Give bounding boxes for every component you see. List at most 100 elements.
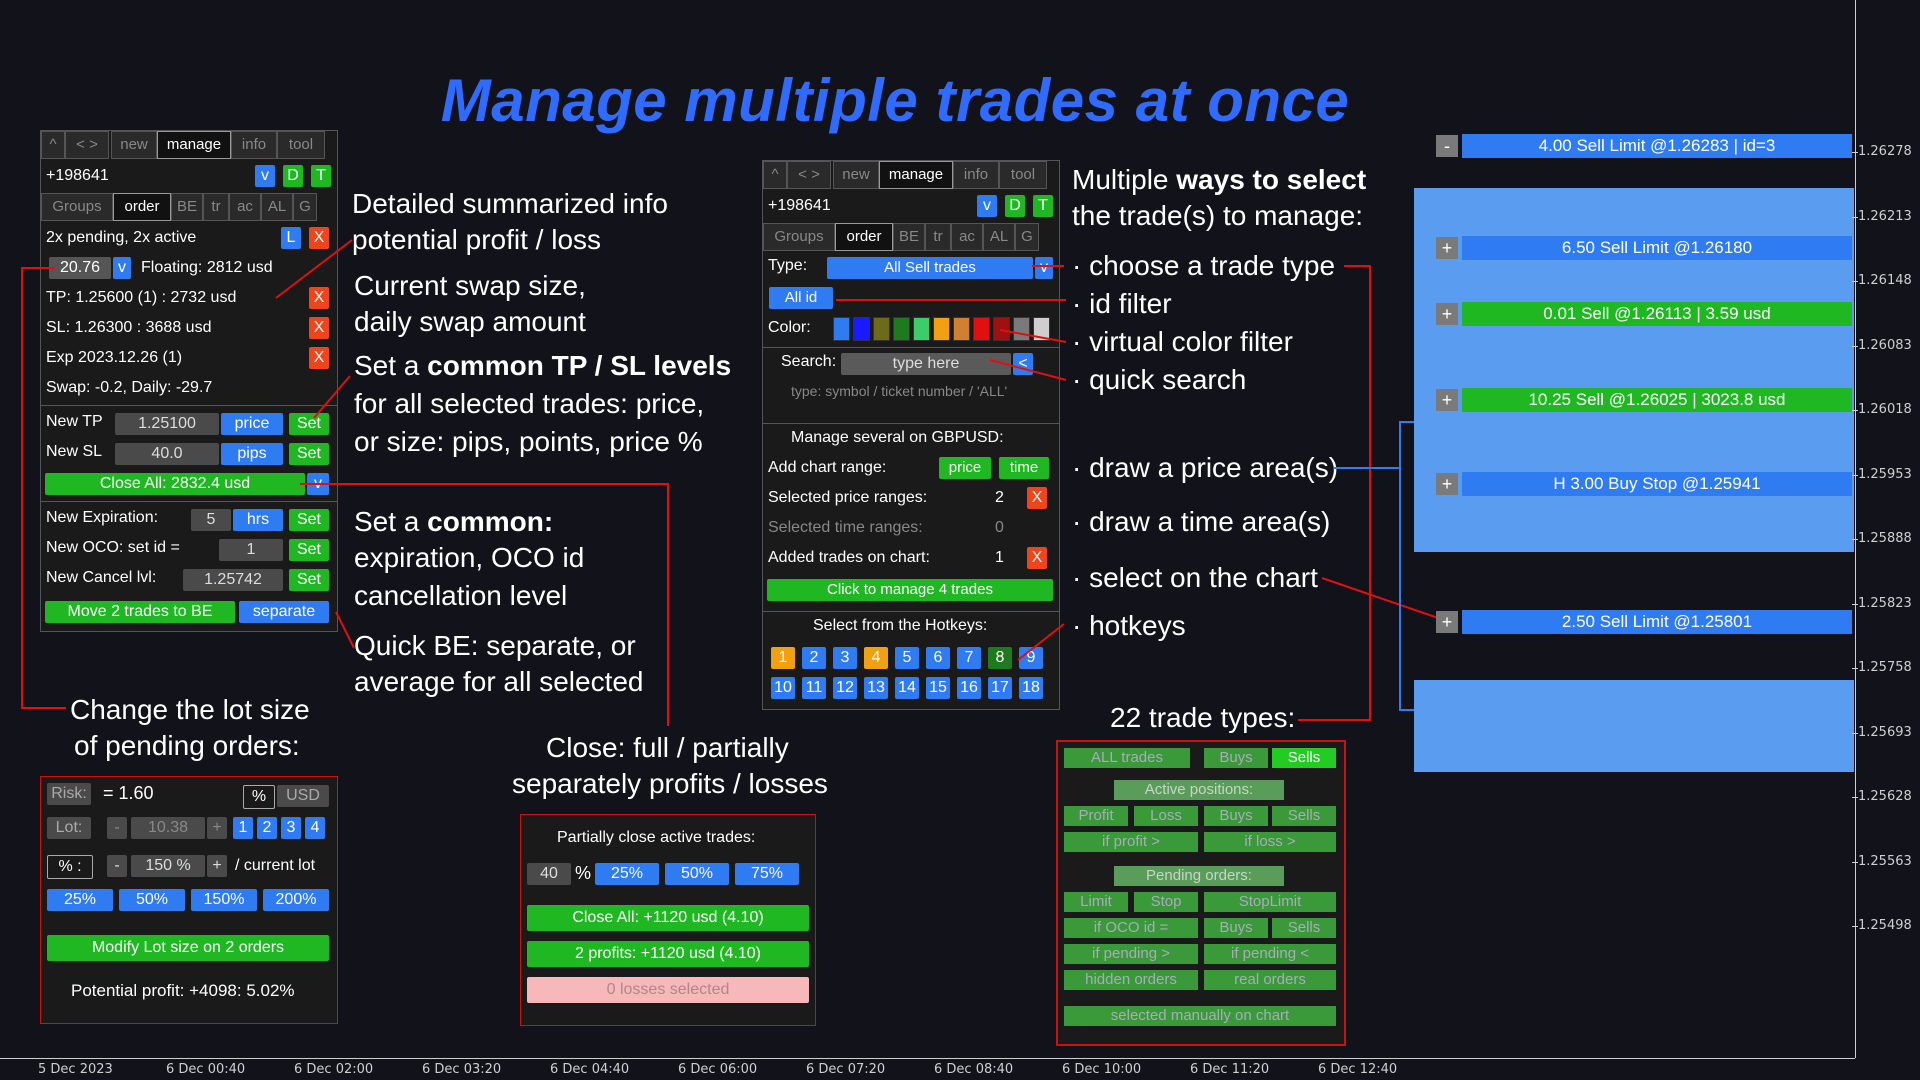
lot-preset-4[interactable]: 4 <box>305 817 325 839</box>
tab-collapse[interactable]: ^ <box>41 131 65 159</box>
new-expiration-input[interactable]: 5 <box>191 509 231 531</box>
risk-usd-button[interactable]: USD <box>277 785 329 807</box>
tt-if-oco-id[interactable]: if OCO id = <box>1064 918 1198 938</box>
tt-active-buys[interactable]: Buys <box>1204 806 1268 826</box>
subtab-al[interactable]: AL <box>983 223 1015 251</box>
partial-close-losses-button[interactable]: 0 losses selected <box>527 977 809 1003</box>
lot-preset-50[interactable]: 50% <box>119 889 185 911</box>
lot-preset-1[interactable]: 1 <box>233 817 253 839</box>
subtab-tr[interactable]: tr <box>203 193 229 221</box>
exp-x-button[interactable]: X <box>309 347 329 369</box>
v-button[interactable]: v <box>255 165 275 187</box>
hotkey-17[interactable]: 17 <box>988 677 1012 699</box>
hotkey-12[interactable]: 12 <box>833 677 857 699</box>
new-sl-input[interactable]: 40.0 <box>115 443 219 465</box>
subtab-al[interactable]: AL <box>261 193 293 221</box>
d-button[interactable]: D <box>1005 195 1025 217</box>
partial-preset-25[interactable]: 25% <box>595 863 659 885</box>
new-oco-set-button[interactable]: Set <box>289 539 329 561</box>
tt-active-sells[interactable]: Sells <box>1272 806 1336 826</box>
tt-loss[interactable]: Loss <box>1134 806 1198 826</box>
hotkey-2[interactable]: 2 <box>802 647 826 669</box>
l-button[interactable]: L <box>281 227 301 249</box>
subtab-be[interactable]: BE <box>171 193 203 221</box>
partial-close-profits-button[interactable]: 2 profits: +1120 usd (4.10) <box>527 941 809 967</box>
type-dropdown-button[interactable]: v <box>1035 257 1053 279</box>
order-line-toggle-2[interactable]: + <box>1436 237 1458 259</box>
subtab-ac[interactable]: ac <box>951 223 983 251</box>
move-to-be-button[interactable]: Move 2 trades to BE <box>45 601 235 623</box>
new-tp-set-button[interactable]: Set <box>289 413 329 435</box>
order-line-5[interactable]: H 3.00 Buy Stop @1.25941 <box>1462 472 1852 496</box>
lot-preset-3[interactable]: 3 <box>281 817 301 839</box>
partial-close-percent-input[interactable]: 40 <box>527 863 571 885</box>
hotkey-15[interactable]: 15 <box>926 677 950 699</box>
swap-v-button[interactable]: v <box>113 257 131 279</box>
tab-manage[interactable]: manage <box>157 131 231 159</box>
tt-selected-manually[interactable]: selected manually on chart <box>1064 1006 1336 1026</box>
color-swatch[interactable] <box>833 317 850 341</box>
tt-if-pending-gt[interactable]: if pending > <box>1064 944 1198 964</box>
order-line-2[interactable]: 6.50 Sell Limit @1.26180 <box>1462 236 1852 260</box>
color-swatch[interactable] <box>933 317 950 341</box>
subtab-ac[interactable]: ac <box>229 193 261 221</box>
tt-sells[interactable]: Sells <box>1272 748 1336 768</box>
hotkey-13[interactable]: 13 <box>864 677 888 699</box>
hotkey-8[interactable]: 8 <box>988 647 1012 669</box>
hotkey-18[interactable]: 18 <box>1019 677 1043 699</box>
new-tp-unit-button[interactable]: price <box>221 413 283 435</box>
color-swatch[interactable] <box>973 317 990 341</box>
lot-preset-200[interactable]: 200% <box>263 889 329 911</box>
tt-pending-sells[interactable]: Sells <box>1272 918 1336 938</box>
tab-manage[interactable]: manage <box>879 161 953 189</box>
tab-new[interactable]: new <box>833 161 879 189</box>
t-button[interactable]: T <box>1033 195 1053 217</box>
subtab-g[interactable]: G <box>293 193 317 221</box>
subtab-order[interactable]: order <box>835 223 893 251</box>
click-to-manage-button[interactable]: Click to manage 4 trades <box>767 579 1053 601</box>
lot-preset-150[interactable]: 150% <box>191 889 257 911</box>
hotkey-4[interactable]: 4 <box>864 647 888 669</box>
new-sl-unit-button[interactable]: pips <box>221 443 283 465</box>
hotkey-7[interactable]: 7 <box>957 647 981 669</box>
close-all-button[interactable]: Close All: 2832.4 usd <box>45 473 305 495</box>
sl-x-button[interactable]: X <box>309 317 329 339</box>
subtab-tr[interactable]: tr <box>925 223 951 251</box>
order-line-1[interactable]: 4.00 Sell Limit @1.26283 | id=3 <box>1462 134 1852 158</box>
new-sl-set-button[interactable]: Set <box>289 443 329 465</box>
tab-arrows[interactable]: < > <box>787 161 831 189</box>
hotkey-3[interactable]: 3 <box>833 647 857 669</box>
color-swatch[interactable] <box>853 317 870 341</box>
tab-info[interactable]: info <box>953 161 999 189</box>
percent-plus-button[interactable]: + <box>207 855 227 877</box>
tt-if-profit[interactable]: if profit > <box>1064 832 1198 852</box>
order-line-4[interactable]: 10.25 Sell @1.26025 | 3023.8 usd <box>1462 388 1852 412</box>
new-expiration-unit-button[interactable]: hrs <box>233 509 283 531</box>
tab-new[interactable]: new <box>111 131 157 159</box>
order-line-toggle-3[interactable]: + <box>1436 303 1458 325</box>
hotkey-1[interactable]: 1 <box>771 647 795 669</box>
tt-profit[interactable]: Profit <box>1064 806 1128 826</box>
subtab-g[interactable]: G <box>1015 223 1039 251</box>
percent-minus-button[interactable]: - <box>107 855 127 877</box>
tt-all-trades[interactable]: ALL trades <box>1064 748 1190 768</box>
modify-lot-button[interactable]: Modify Lot size on 2 orders <box>47 935 329 961</box>
new-oco-input[interactable]: 1 <box>219 539 283 561</box>
tt-hidden-orders[interactable]: hidden orders <box>1064 970 1198 990</box>
tab-tool[interactable]: tool <box>277 131 325 159</box>
add-time-range-button[interactable]: time <box>999 457 1049 479</box>
color-swatch[interactable] <box>953 317 970 341</box>
d-button[interactable]: D <box>283 165 303 187</box>
partial-close-all-button[interactable]: Close All: +1120 usd (4.10) <box>527 905 809 931</box>
new-tp-input[interactable]: 1.25100 <box>115 413 219 435</box>
be-mode-button[interactable]: separate <box>239 601 329 623</box>
lot-value-input[interactable]: 10.38 <box>131 817 205 839</box>
id-filter-button[interactable]: All id <box>769 287 833 309</box>
order-line-3[interactable]: 0.01 Sell @1.26113 | 3.59 usd <box>1462 302 1852 326</box>
tp-x-button[interactable]: X <box>309 287 329 309</box>
tt-limit[interactable]: Limit <box>1064 892 1128 912</box>
tab-tool[interactable]: tool <box>999 161 1047 189</box>
color-swatch[interactable] <box>993 317 1010 341</box>
lot-preset-2[interactable]: 2 <box>257 817 277 839</box>
color-swatch[interactable] <box>1033 317 1050 341</box>
